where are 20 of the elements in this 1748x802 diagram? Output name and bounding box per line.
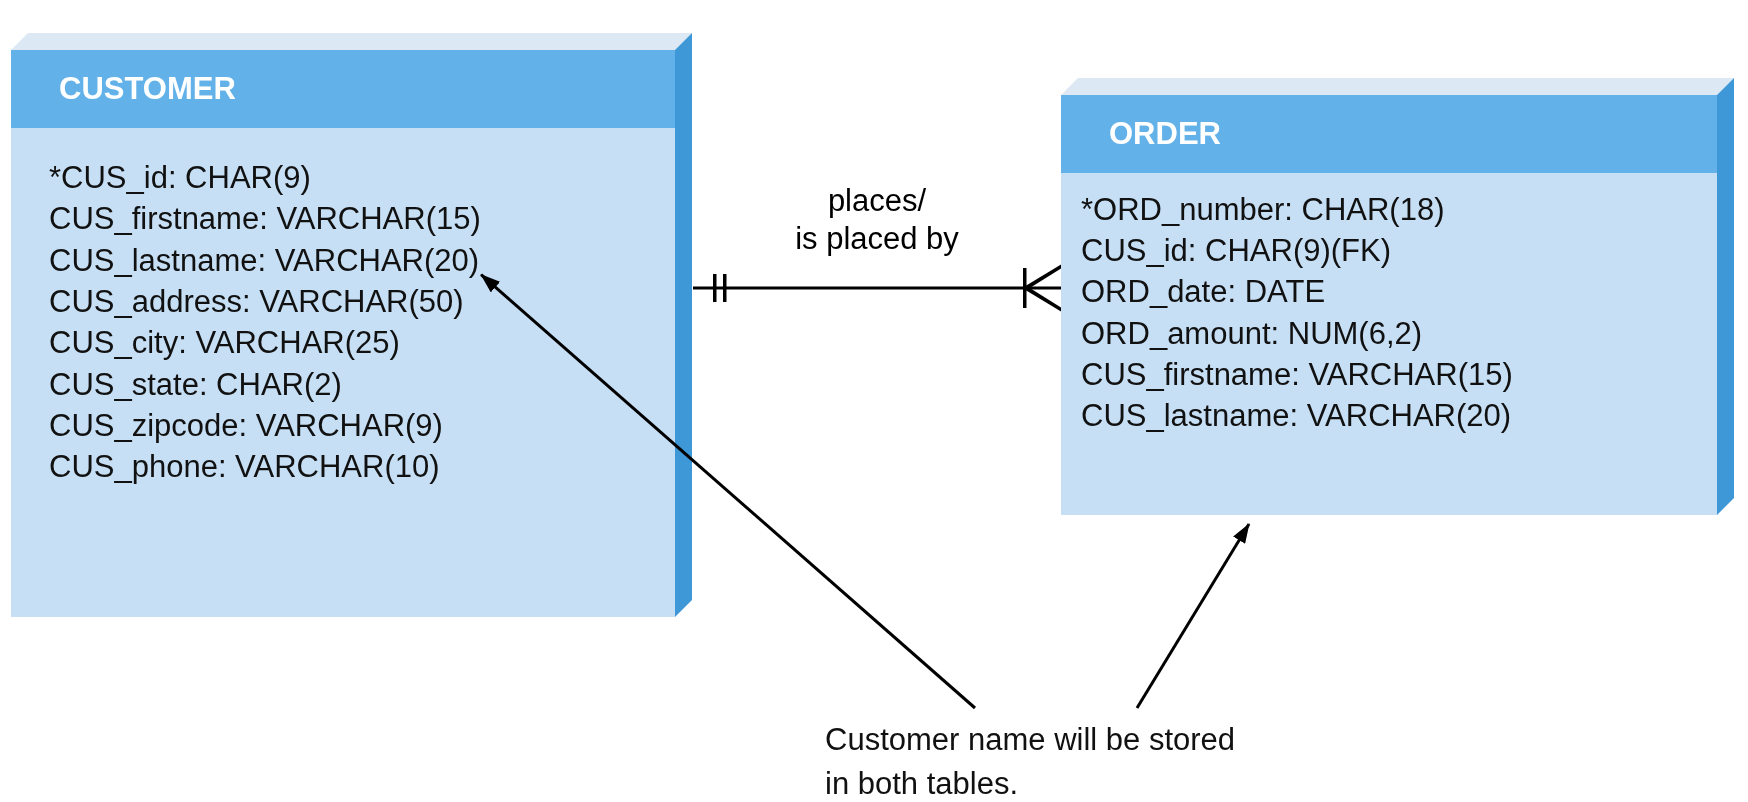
attribute-text: CUS_city: VARCHAR(25) <box>49 325 400 362</box>
attribute-text: *ORD_number: CHAR(18) <box>1081 192 1445 228</box>
attribute-text: CUS_id: CHAR(9)(FK) <box>1081 233 1392 270</box>
attribute-text: CUS_state: CHAR(2) <box>49 366 342 403</box>
leader-arrow <box>480 273 976 710</box>
table-header: CUSTOMER <box>11 50 675 128</box>
attribute-text: ORD_date: DATE <box>1081 274 1326 311</box>
attribute-text: CUS_zipcode: VARCHAR(9) <box>49 407 443 444</box>
attribute-text: CUS_lastname: VARCHAR(20) <box>49 242 480 279</box>
leader-arrow <box>1135 523 1251 709</box>
relationship-line <box>693 264 1061 312</box>
attribute-text: CUS_lastname: VARCHAR(20) <box>1081 398 1512 434</box>
annotation-note: Customer name will be stored in both tables. <box>825 718 1250 802</box>
attribute-text: CUS_phone: VARCHAR(10) <box>49 449 440 486</box>
attribute-text: CUS_firstname: VARCHAR(15) <box>49 201 481 238</box>
attribute-text: CUS_address: VARCHAR(50) <box>49 283 464 320</box>
attribute-text: *CUS_id: CHAR(9) <box>49 160 311 196</box>
attribute-text: ORD_amount: NUM(6,2) <box>1081 315 1423 352</box>
attribute-text: CUS_firstname: VARCHAR(15) <box>1081 356 1513 393</box>
table-header: ORDER <box>1061 95 1717 173</box>
